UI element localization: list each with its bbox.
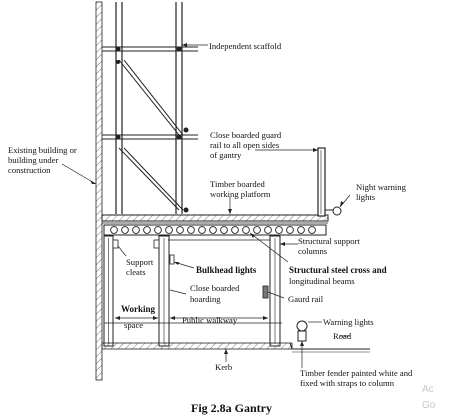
beam-section-mark [198,226,206,234]
label-existing-building-2: building under [8,155,59,165]
dimension-arrows [115,316,268,320]
label-support-columns-1: Structural support [298,236,360,246]
label-steel-beams-1: Structural steel cross and [289,265,387,275]
beam-section-mark [165,226,173,234]
label-steel-beams-2: longitudinal beams [289,276,355,286]
label-hoarding-1: Close boarded [190,283,240,293]
support-cleats [112,239,160,249]
label-bulkhead-lights: Bulkhead lights [196,265,257,275]
kerb-warning-light [296,320,308,342]
label-working-space-2: space [124,320,143,330]
night-warning-light [325,206,342,216]
steel-beams [103,224,327,236]
labels: Independent scaffold Existing building o… [8,41,436,415]
label-independent-scaffold: Independent scaffold [209,41,282,51]
beam-section-mark [220,226,228,234]
leader-lines [61,43,351,368]
label-fender-2: fixed with straps to column [300,378,395,388]
label-night-warning-1: Night warning [356,182,407,192]
beam-section-mark [187,226,195,234]
label-warning-lights: Warning lights [323,317,374,327]
label-gaurd-rail: Gaurd rail [288,294,324,304]
ground [101,342,370,353]
beam-section-mark [253,226,261,234]
label-public-walkway: Public walkway [182,315,238,325]
beam-section-mark [275,226,283,234]
label-support-columns-2: columns [298,246,328,256]
beam-section-mark [242,226,250,234]
watermark-2: Go [422,400,436,411]
watermark-1: Ac [422,384,434,395]
beam-section-mark [143,226,151,234]
beam-section-mark [308,226,316,234]
label-fender-1: Timber fender painted white and [300,368,413,378]
label-existing-building-3: construction [8,165,51,175]
label-guard-rail-1: Close boarded guard [210,130,282,140]
figure-caption: Fig 2.8a Gantry [191,401,272,415]
bulkhead-light [169,254,175,265]
beam-section-mark [110,226,118,234]
label-night-warning-2: lights [356,192,376,202]
label-road: Road [333,331,352,341]
label-kerb: Kerb [215,362,232,372]
label-existing-building-1: Existing building or [8,145,77,155]
label-guard-rail-3: of gantry [210,150,242,160]
beam-section-mark [209,226,217,234]
label-platform-1: Timber boarded [210,179,266,189]
label-support-cleats-2: cleats [126,267,146,277]
label-working-space-1: Working [121,304,156,314]
label-platform-2: working platform [210,189,271,199]
building-wall [95,1,103,381]
beam-section-mark [132,226,140,234]
guard-rail [317,147,326,217]
working-platform [101,214,329,224]
beam-section-mark [176,226,184,234]
beam-section-mark [154,226,162,234]
label-hoarding-2: hoarding [190,294,221,304]
beam-section-mark [297,226,305,234]
guard-rail-small [262,285,269,299]
support-columns [103,235,282,347]
beam-section-mark [121,226,129,234]
beam-section-mark [286,226,294,234]
beam-section-mark [231,226,239,234]
independent-scaffold [102,2,198,214]
label-support-cleats-1: Support [126,257,154,267]
label-guard-rail-2: rail to all open sides [210,140,280,150]
beam-section-mark [264,226,272,234]
